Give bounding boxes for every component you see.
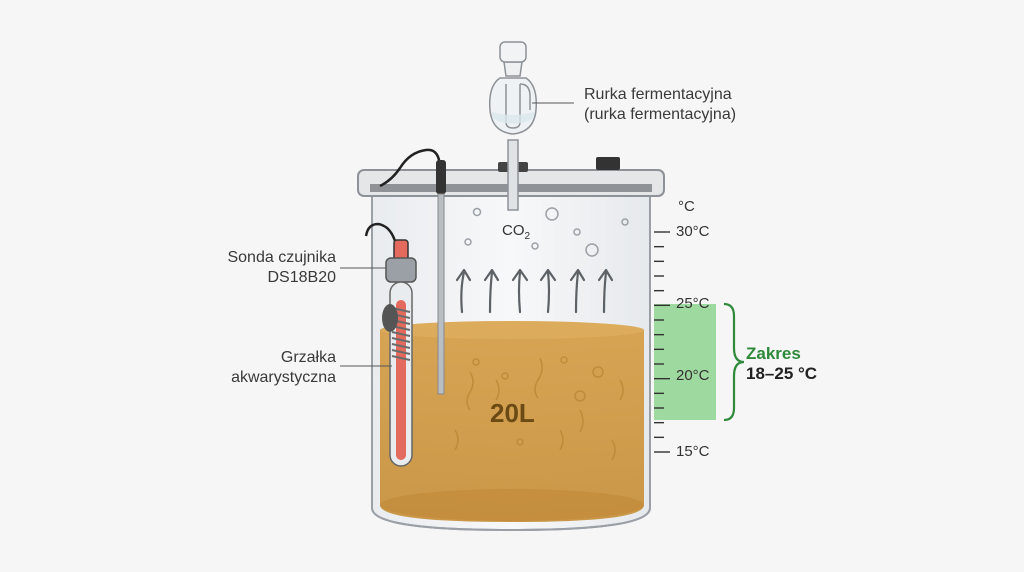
- airlock-label: Rurka fermentacyjna (rurka fermentacyjna…: [584, 85, 736, 125]
- range-band: [654, 304, 716, 420]
- yeast-particles: [454, 356, 624, 461]
- co2-main: CO: [502, 222, 525, 239]
- probe-label-line1: Sonda czujnika: [227, 249, 336, 266]
- tick-label-20: 20°C: [676, 367, 710, 384]
- co2-label: CO2: [502, 222, 530, 242]
- co2-sub: 2: [524, 231, 531, 242]
- volume-label: 20L: [490, 398, 535, 428]
- aquarium-heater-icon: [364, 222, 417, 467]
- temperature-scale: [654, 231, 745, 453]
- temperature-probe-icon: [379, 148, 446, 395]
- heater-label: Grzałka akwarystyczna: [180, 348, 336, 388]
- airlock-label-line1: Rurka fermentacyjna: [584, 86, 732, 103]
- range-title: Zakres: [746, 344, 801, 363]
- scale-unit: °C: [678, 198, 695, 215]
- range-bracket: [723, 302, 745, 422]
- tick-label-30: 30°C: [676, 223, 710, 240]
- heater-label-line1: Grzałka: [280, 349, 336, 366]
- airlock-label-line2: (rurka fermentacyjna): [584, 106, 737, 123]
- probe-label: Sonda czujnika DS18B20: [180, 248, 336, 288]
- range-value: 18–25 °C: [746, 364, 818, 383]
- tick-label-25: 25°C: [676, 295, 710, 312]
- heater-label-line2: akwarystyczna: [231, 369, 336, 386]
- arrow-up-icon: [455, 268, 614, 314]
- tick-label-15: 15°C: [676, 443, 710, 460]
- probe-label-line2: DS18B20: [267, 269, 337, 286]
- airlock-icon: [488, 41, 574, 211]
- co2-bubbles-icon: [464, 207, 629, 257]
- fermentation-bucket-icon: [371, 191, 651, 532]
